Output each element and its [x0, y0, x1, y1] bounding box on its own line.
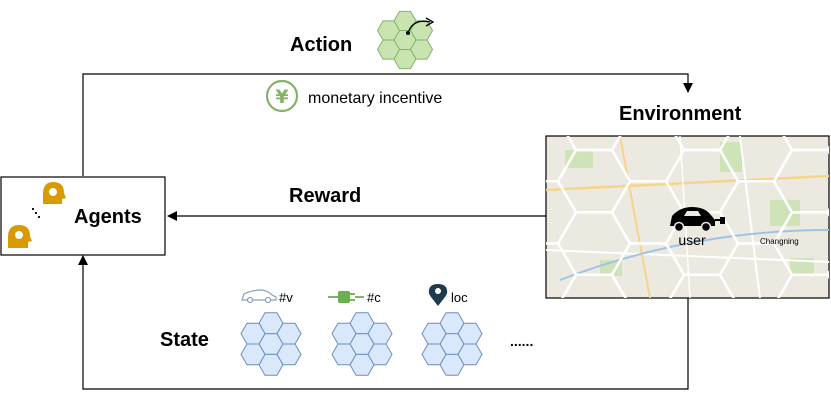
map-hexagon	[504, 57, 576, 119]
action-hexagon	[409, 39, 434, 60]
agent-head-gear-icon	[43, 182, 66, 204]
electric-car-icon	[670, 207, 725, 233]
charging-plug-icon	[328, 291, 364, 303]
state-hexagon	[367, 343, 393, 366]
action-hexagon-cluster	[376, 10, 434, 70]
legend-c: #c	[367, 290, 381, 305]
map-hexagon	[826, 145, 829, 155]
agent-head-gear-icon	[8, 225, 32, 248]
yen-coin-icon: ¥	[265, 79, 299, 113]
map-hexagon	[612, 306, 684, 368]
map-hexagon	[826, 208, 829, 217]
action-arrow-icon	[406, 17, 435, 35]
agents-box: Agents	[0, 176, 166, 256]
state-hexagon	[457, 343, 483, 366]
action-hexagon	[376, 20, 401, 41]
action-connector	[82, 73, 693, 176]
map-hexagon	[450, 88, 522, 150]
state-hexagon	[421, 343, 447, 366]
map-hexagon	[666, 337, 738, 399]
map-hexagon	[558, 337, 630, 399]
map-hexagon	[826, 270, 829, 279]
location-pin-icon	[428, 284, 448, 306]
map-hexagon-grid	[450, 57, 831, 399]
ellipsis-label: ......	[510, 333, 533, 349]
environment-map: user Changning	[450, 57, 831, 399]
action-label: Action	[290, 34, 352, 56]
state-hexagon	[240, 343, 266, 366]
reward-label: Reward	[289, 185, 361, 207]
environment-label: Environment	[619, 103, 742, 125]
legend-loc: loc	[451, 290, 468, 305]
yen-symbol: ¥	[275, 86, 288, 108]
state-hexagon-cluster-c	[331, 312, 393, 376]
map-hexagon	[720, 306, 792, 368]
state-connector	[78, 255, 689, 390]
action-hexagon	[376, 39, 401, 60]
state-hexagon-cluster-v	[240, 312, 302, 376]
state-hexagon	[331, 343, 357, 366]
ellipsis-dots	[31, 207, 41, 219]
city-label: Changning	[760, 237, 799, 246]
user-label: user	[678, 232, 706, 248]
legend-v: #v	[279, 290, 293, 305]
state-hexagon	[276, 343, 302, 366]
state-hexagon-cluster-loc	[421, 312, 483, 376]
state-label: State	[160, 329, 209, 351]
car-outline-icon	[241, 289, 277, 304]
agents-label: Agents	[74, 206, 142, 228]
map-hexagon	[774, 337, 831, 399]
map-hexagon	[450, 150, 522, 212]
incentive-label: monetary incentive	[308, 90, 442, 107]
map-hexagon	[450, 212, 522, 274]
